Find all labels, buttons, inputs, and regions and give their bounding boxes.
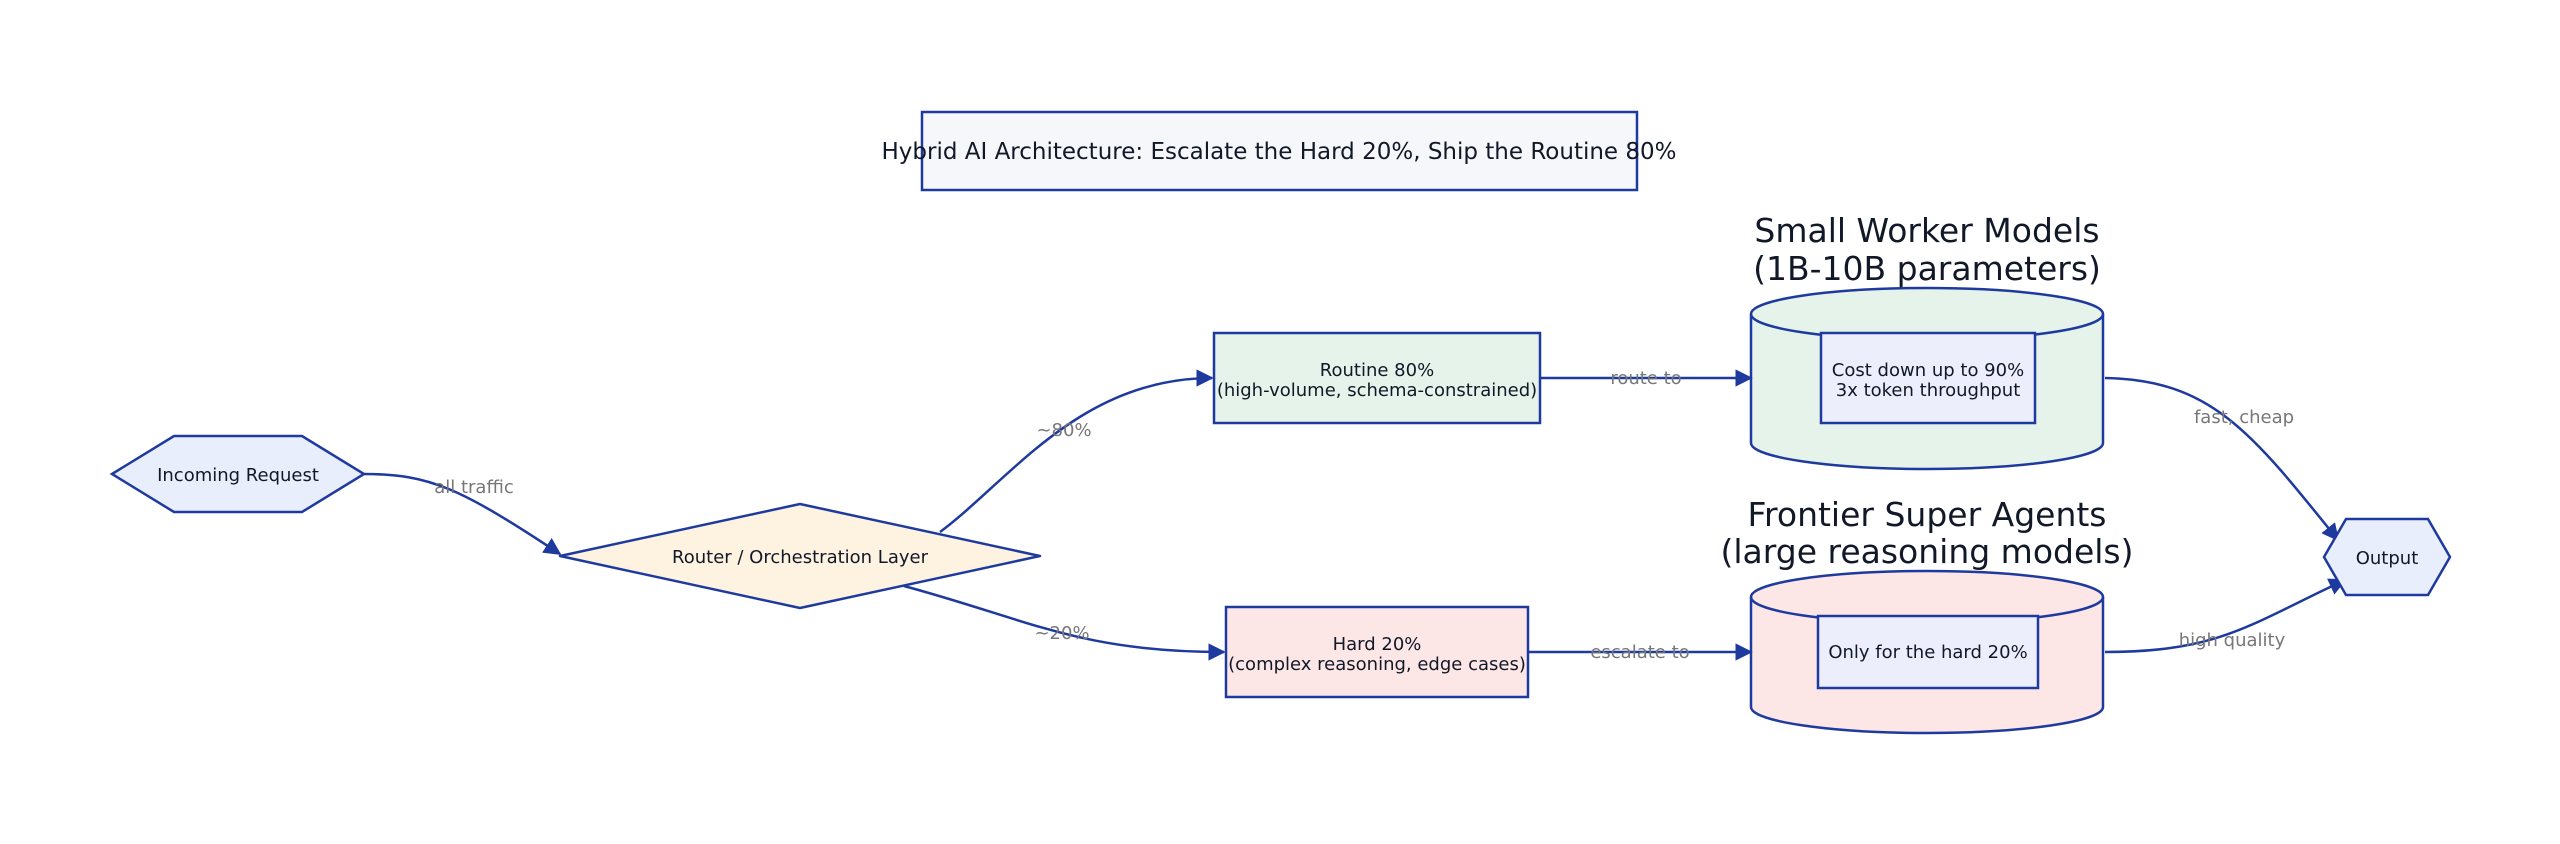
routine-line2: (high-volume, schema-constrained) bbox=[1217, 380, 1537, 401]
cluster-title-frontier-line1: Frontier Super Agents bbox=[1747, 495, 2106, 534]
cluster-title-small-line1: Small Worker Models bbox=[1754, 211, 2099, 250]
hard-line2: (complex reasoning, edge cases) bbox=[1228, 654, 1526, 675]
router-label: Router / Orchestration Layer bbox=[672, 547, 929, 568]
edge-router-to-hard bbox=[903, 584, 1226, 661]
cluster-title-frontier-line2: (large reasoning models) bbox=[1721, 532, 2134, 571]
output-node bbox=[2322, 517, 2452, 597]
edge-small-to-output bbox=[2104, 376, 2340, 542]
incoming-request-label: Incoming Request bbox=[157, 465, 319, 486]
edge-incoming-to-router bbox=[363, 472, 562, 556]
edge-label-route-to: route to bbox=[1610, 368, 1681, 389]
small-cost-line1: Cost down up to 90% bbox=[1832, 360, 2024, 381]
router-node bbox=[558, 502, 1042, 610]
hard-node bbox=[1224, 605, 1530, 699]
title-box bbox=[920, 110, 1639, 192]
routine-node bbox=[1212, 331, 1542, 425]
small-cost-box bbox=[1819, 331, 2037, 425]
edge-label-escalate-to: escalate to bbox=[1590, 642, 1689, 663]
small-cost-line2: 3x token throughput bbox=[1836, 380, 2021, 401]
edge-router-to-routine bbox=[939, 369, 1214, 534]
diagram-title: Hybrid AI Architecture: Escalate the Har… bbox=[881, 139, 1676, 165]
edge-label-80pct: ~80% bbox=[1036, 420, 1091, 441]
routine-line1: Routine 80% bbox=[1320, 360, 1434, 381]
edge-label-20pct: ~20% bbox=[1034, 623, 1089, 644]
output-label: Output bbox=[2356, 548, 2419, 569]
incoming-request-node bbox=[109, 434, 367, 514]
cluster-title-small-line2: (1B-10B parameters) bbox=[1753, 249, 2101, 288]
frontier-inner-text: Only for the hard 20% bbox=[1828, 642, 2027, 663]
edge-label-fast-cheap: fast, cheap bbox=[2194, 407, 2294, 428]
edge-label-all-traffic: all traffic bbox=[434, 477, 514, 498]
frontier-inner-box bbox=[1816, 614, 2040, 690]
edge-frontier-to-output bbox=[2104, 578, 2347, 654]
hard-line1: Hard 20% bbox=[1333, 634, 1422, 655]
edge-label-high-quality: high quality bbox=[2179, 630, 2286, 651]
